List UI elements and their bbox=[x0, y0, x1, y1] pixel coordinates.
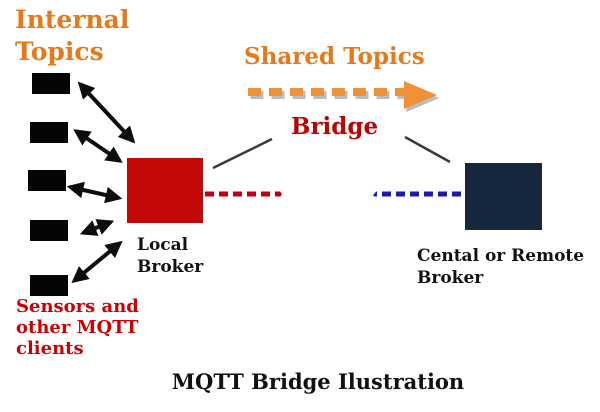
bridge-label: Bridge bbox=[291, 113, 379, 140]
internal-topic-node bbox=[30, 122, 68, 143]
remote-broker-node bbox=[465, 163, 542, 230]
sensors-clients-label: Sensors and other MQTT clients bbox=[16, 296, 139, 360]
local-broker-label: Local Broker bbox=[137, 235, 204, 277]
cloud-shape bbox=[279, 162, 378, 222]
remote-broker-label: Cental or Remote Broker bbox=[417, 246, 585, 288]
local-broker-node bbox=[127, 158, 203, 223]
bidirectional-arrow-icon bbox=[73, 129, 123, 163]
internal-topics-label: Internal Topics bbox=[15, 5, 130, 66]
bidirectional-arrow-icon bbox=[66, 181, 123, 204]
bidirectional-arrow-icon bbox=[77, 81, 136, 144]
shared-topics-label: Shared Topics bbox=[244, 43, 425, 70]
bridge-callout-line-right bbox=[404, 135, 451, 164]
shared-topics-arrow-icon bbox=[248, 81, 437, 109]
network-cloud-icon bbox=[279, 162, 378, 222]
internal-topic-node bbox=[28, 170, 66, 191]
shared-topics-arrow-head bbox=[404, 81, 437, 109]
bidirectional-arrow-icon bbox=[71, 240, 123, 284]
internal-topic-node bbox=[32, 73, 70, 94]
bridge-callout-line-left bbox=[212, 137, 273, 170]
diagram-title: MQTT Bridge Ilustration bbox=[171, 369, 465, 394]
bidirectional-arrow-icon bbox=[79, 219, 115, 236]
internal-topic-node bbox=[30, 220, 68, 241]
internal-topic-node bbox=[30, 275, 68, 296]
